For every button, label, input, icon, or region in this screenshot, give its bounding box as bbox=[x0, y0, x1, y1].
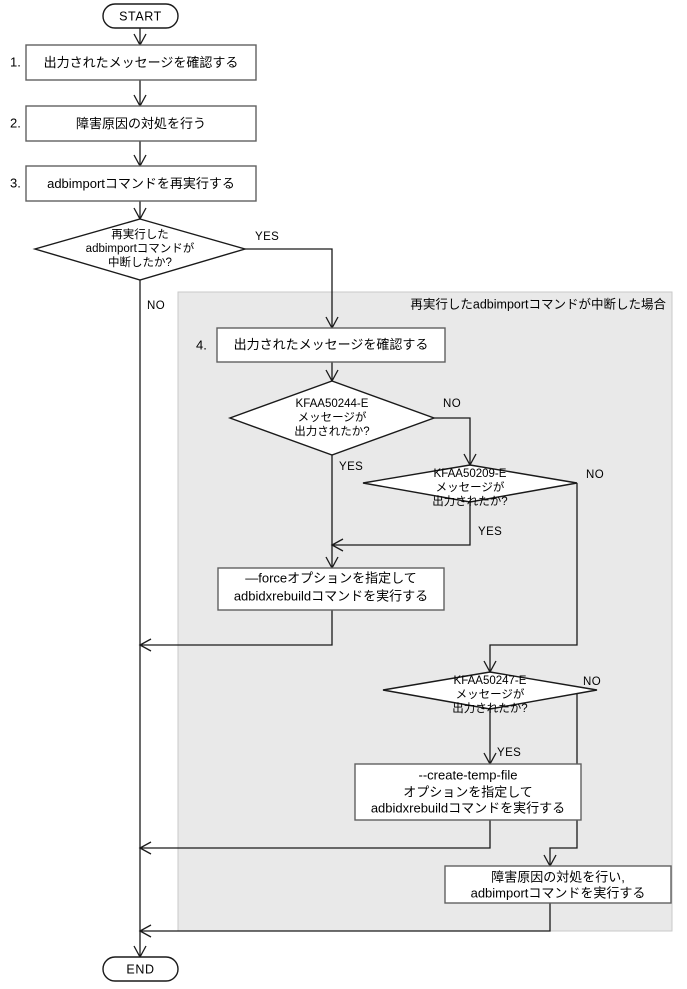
decision-interrupted-line2: adbimportコマンドが bbox=[86, 241, 195, 255]
decision-interrupted-shape bbox=[32, 218, 248, 281]
step4-label: 出力されたメッセージを確認する bbox=[234, 337, 429, 352]
step1-number: 1. bbox=[10, 54, 21, 69]
step4-box bbox=[216, 327, 446, 363]
decision-interrupted-line1: 再実行した bbox=[111, 227, 169, 241]
create-temp-file-line1: --create-temp-file bbox=[419, 767, 518, 782]
terminator-end-label: END bbox=[126, 962, 154, 976]
terminator-start-shape bbox=[102, 3, 179, 29]
edge-temp-to-spine bbox=[140, 820, 491, 849]
process-handle-cause-and-import: 障害原因の対処を行い, adbimportコマンドを実行する bbox=[444, 865, 672, 904]
step3-label: adbimportコマンドを再実行する bbox=[47, 176, 235, 191]
decision-kfaa50244e-line2: メッセージが bbox=[298, 410, 367, 424]
decision-kfaa50247e-line1: KFAA50247-E bbox=[454, 675, 527, 687]
decision-kfaa50209e-line2: メッセージが bbox=[436, 480, 505, 494]
decision-kfaa50247e: KFAA50247-E メッセージが 出力されたか? bbox=[382, 671, 598, 715]
step4-number: 4. bbox=[196, 337, 207, 352]
process-create-temp-file-rebuild: --create-temp-file オプションを指定して adbidxrebu… bbox=[354, 763, 582, 821]
decision-kfaa50244e-line1: KFAA50244-E bbox=[296, 398, 369, 410]
decision-kfaa50244e-shape bbox=[227, 380, 437, 456]
handle-cause-line1: 障害原因の対処を行い, bbox=[491, 869, 625, 884]
create-temp-file-box bbox=[354, 763, 582, 821]
force-rebuild-line1: —forceオプションを指定して bbox=[245, 570, 417, 585]
decision-kfaa50244e-line3: 出力されたか? bbox=[294, 424, 369, 438]
step3-box bbox=[25, 165, 257, 202]
edge-label-d247-no: NO bbox=[583, 676, 601, 688]
edge-label-d209-no: NO bbox=[586, 469, 604, 481]
step1-label: 出力されたメッセージを確認する bbox=[44, 55, 239, 70]
decision-kfaa50247e-shape bbox=[382, 671, 598, 710]
decision-kfaa50244e: KFAA50244-E メッセージが 出力されたか? bbox=[227, 380, 437, 456]
step2-label: 障害原因の対処を行う bbox=[76, 116, 206, 131]
create-temp-file-line2: オプションを指定して bbox=[403, 784, 533, 799]
terminator-start: START bbox=[102, 3, 179, 29]
step1-box bbox=[25, 44, 257, 81]
decision-interrupted-line3: 中断したか? bbox=[108, 255, 172, 269]
edge-interrupted-yes-to-step4 bbox=[245, 248, 333, 328]
edge-force-to-spine bbox=[140, 610, 333, 646]
terminator-end-shape bbox=[102, 956, 179, 982]
shaded-region-caption: 再実行したadbimportコマンドが中断した場合 bbox=[410, 296, 666, 311]
force-rebuild-box bbox=[217, 567, 445, 611]
decision-interrupted: 再実行した adbimportコマンドが 中断したか? bbox=[32, 218, 248, 281]
decision-kfaa50209e: KFAA50209-E メッセージが 出力されたか? bbox=[362, 464, 578, 508]
arrowhead-temp-to-spine bbox=[138, 841, 152, 855]
handle-cause-line2: adbimportコマンドを実行する bbox=[471, 885, 646, 900]
edge-label-interrupted-no: NO bbox=[147, 300, 165, 312]
step2-number: 2. bbox=[10, 115, 21, 130]
process-step3: 3. adbimportコマンドを再実行する bbox=[10, 165, 257, 202]
step2-box bbox=[25, 105, 257, 142]
decision-kfaa50247e-line2: メッセージが bbox=[456, 687, 525, 701]
arrowhead-handle-to-spine bbox=[138, 924, 152, 938]
decision-kfaa50247e-line3: 出力されたか? bbox=[452, 701, 527, 715]
process-step2: 2. 障害原因の対処を行う bbox=[10, 105, 257, 142]
edge-label-interrupted-yes: YES bbox=[255, 231, 279, 243]
edge-d209-yes-to-force bbox=[332, 502, 471, 546]
create-temp-file-line3: adbidxrebuildコマンドを実行する bbox=[371, 800, 565, 815]
process-step1: 1. 出力されたメッセージを確認する bbox=[10, 44, 257, 81]
edge-label-d247-yes: YES bbox=[497, 747, 521, 759]
edge-label-d244-no: NO bbox=[443, 398, 461, 410]
decision-kfaa50209e-shape bbox=[362, 464, 578, 503]
edge-handle-to-spine bbox=[140, 903, 551, 932]
process-step4: 4. 出力されたメッセージを確認する bbox=[196, 327, 446, 363]
force-rebuild-line2: adbidxrebuildコマンドを実行する bbox=[234, 588, 428, 603]
decision-kfaa50209e-line3: 出力されたか? bbox=[432, 494, 507, 508]
terminator-end: END bbox=[102, 956, 179, 982]
terminator-start-label: START bbox=[119, 9, 162, 23]
arrowhead-d209-yes-to-force bbox=[330, 538, 344, 552]
edge-d244-no-to-d209 bbox=[434, 417, 471, 465]
process-force-rebuild: —forceオプションを指定して adbidxrebuildコマンドを実行する bbox=[217, 567, 445, 611]
arrowhead-force-to-spine bbox=[138, 638, 152, 652]
shaded-region-interrupted-case bbox=[177, 291, 673, 932]
edge-d209-no-to-d247 bbox=[489, 483, 578, 672]
step3-number: 3. bbox=[10, 175, 21, 190]
handle-cause-box bbox=[444, 865, 672, 904]
edge-label-d244-yes: YES bbox=[339, 461, 363, 473]
decision-kfaa50209e-line1: KFAA50209-E bbox=[434, 468, 507, 480]
edge-label-d209-yes: YES bbox=[478, 526, 502, 538]
